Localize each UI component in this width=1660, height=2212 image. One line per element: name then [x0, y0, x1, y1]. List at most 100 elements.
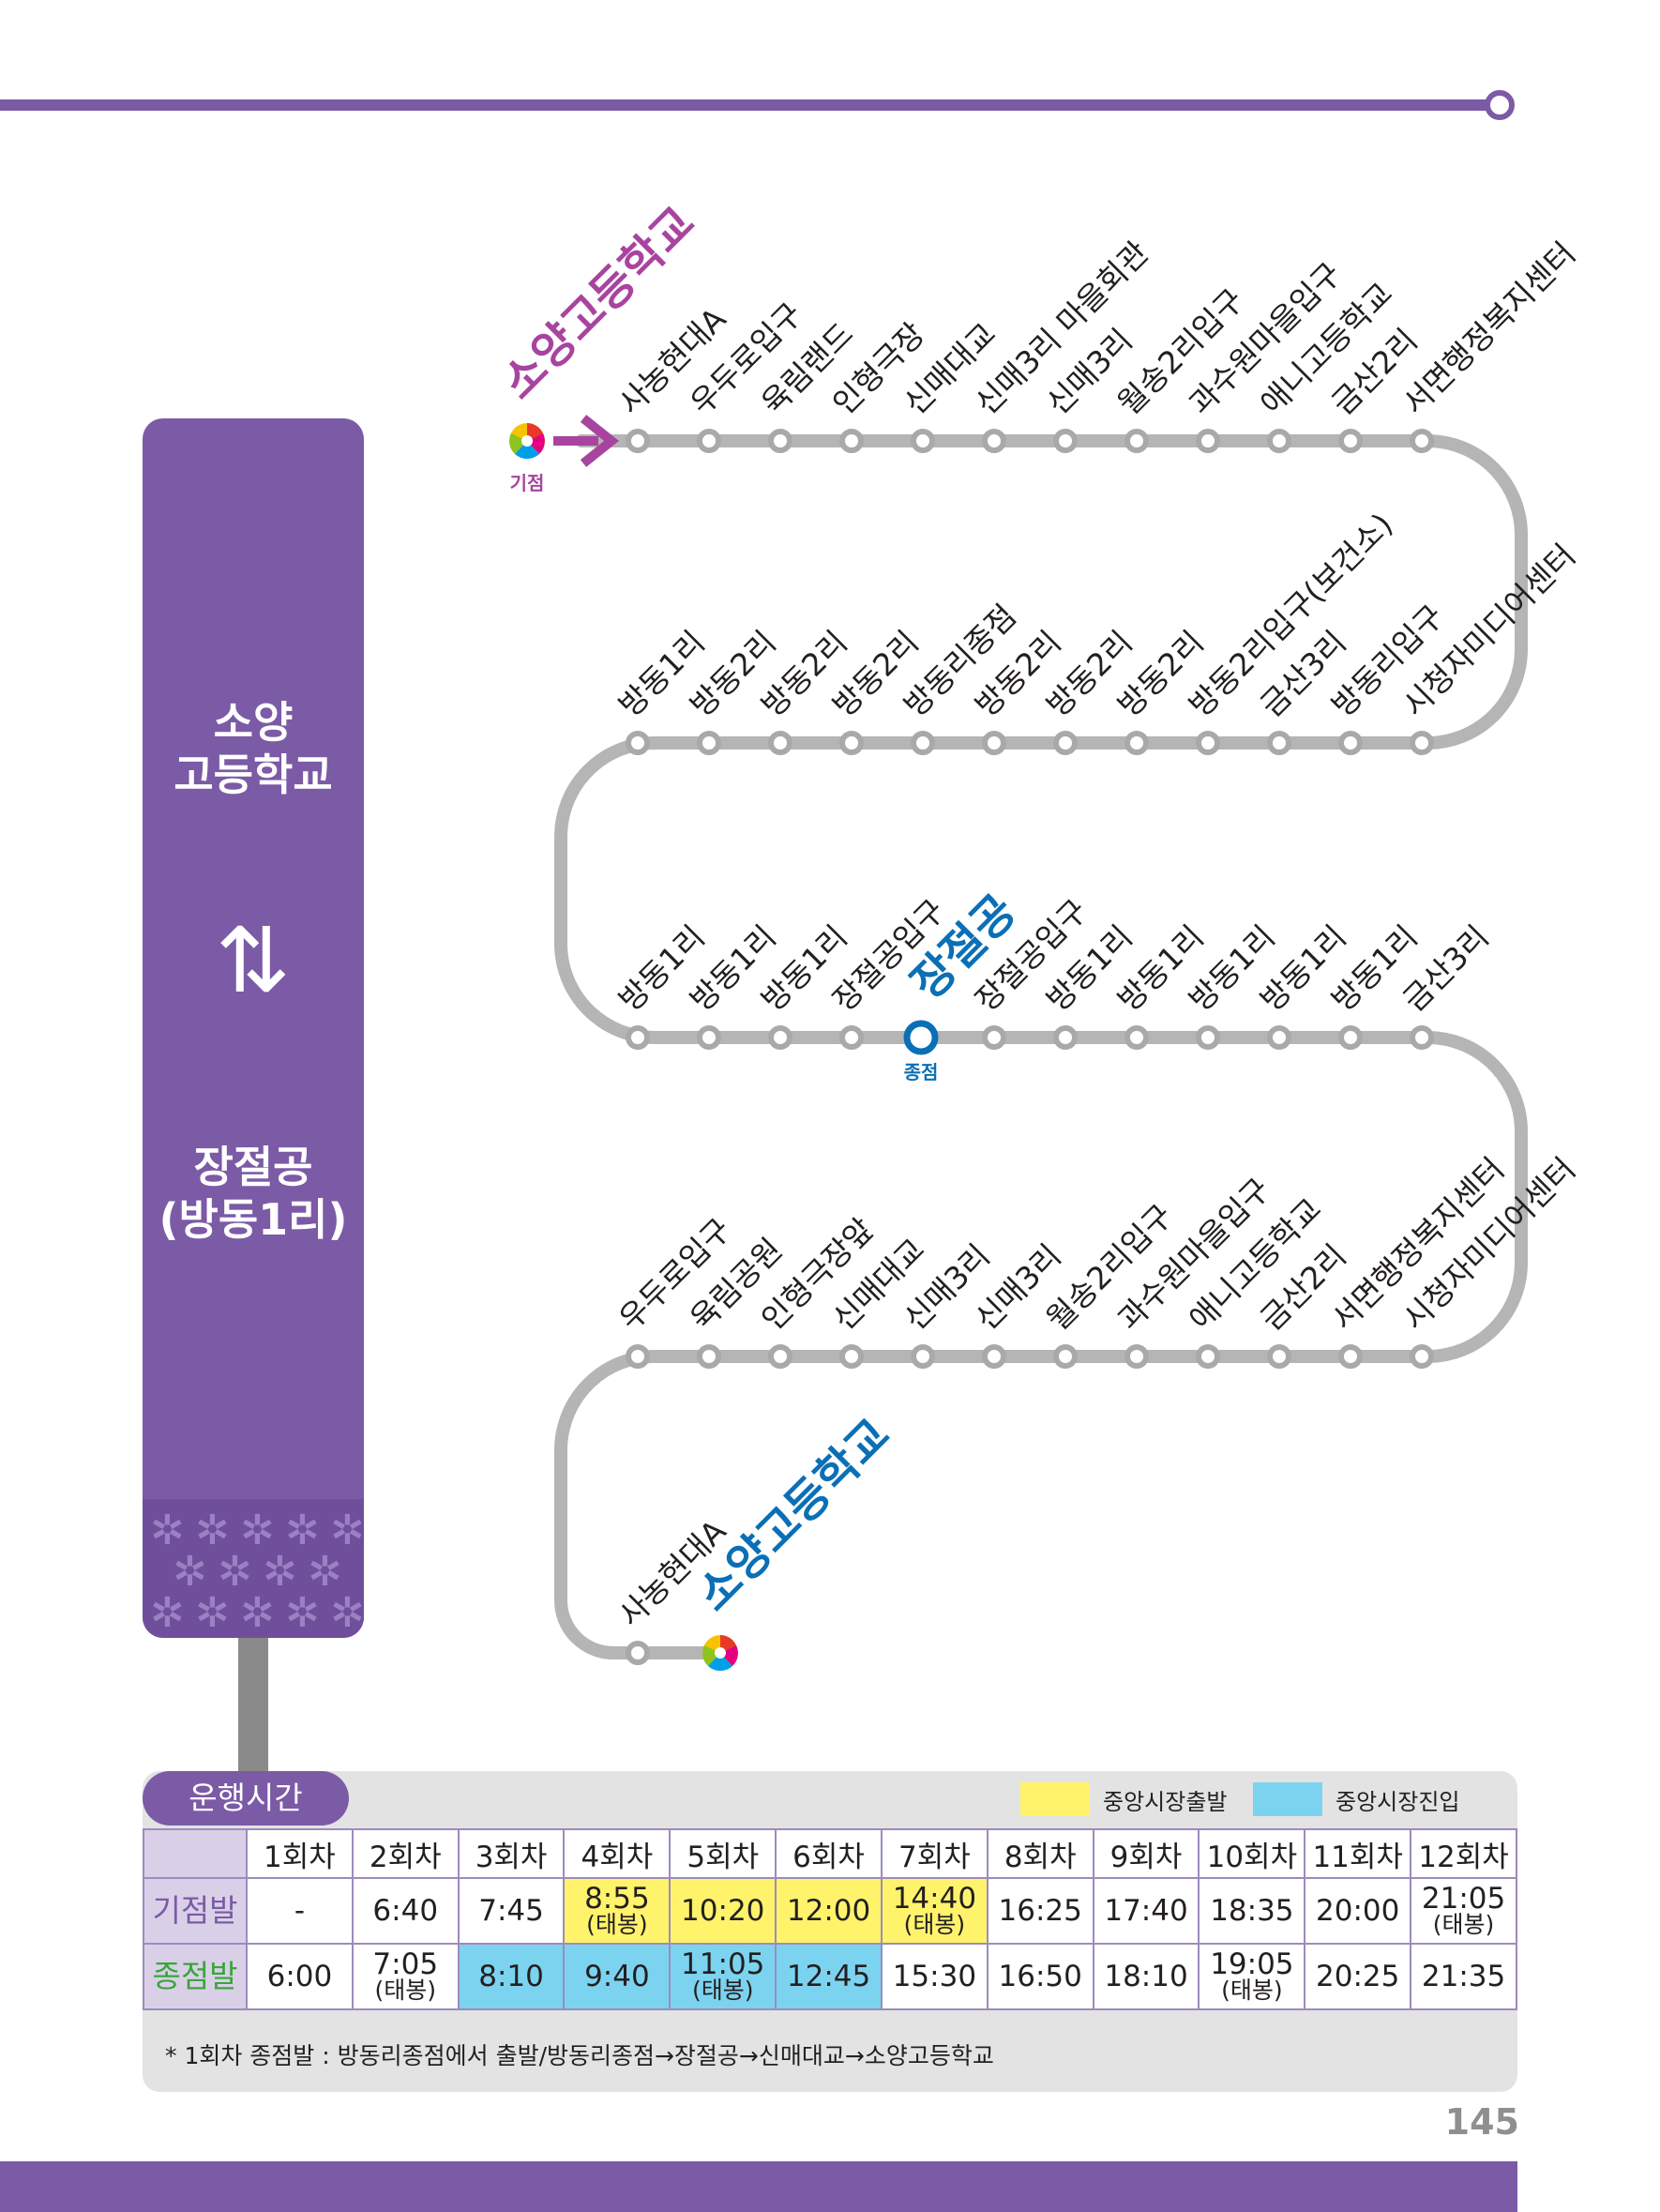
route-stop-dot [1053, 429, 1078, 453]
timetable-cell: 11:05(태봉) [669, 1943, 777, 2010]
route-stop-dot [1196, 731, 1220, 755]
route-stop-dot [626, 1025, 650, 1050]
timetable-header-cell: 8회차 [986, 1828, 1094, 1879]
route-stop-dot [626, 731, 650, 755]
route-stop-dot [1267, 731, 1291, 755]
timetable-cell: 8:55(태봉) [563, 1877, 672, 1945]
departure-time: 10:20 [681, 1894, 765, 1928]
departure-time: 7:45 [478, 1894, 544, 1928]
legend-yellow: 중앙시장출발 [1020, 1782, 1227, 1816]
departure-time: 7:05 [372, 1947, 439, 1981]
route-stop-dot [1124, 1025, 1149, 1050]
route-stop-dot [768, 1025, 792, 1050]
departure-time: 18:10 [1104, 1960, 1188, 1993]
departure-time: 8:10 [478, 1960, 544, 1993]
route-stop-dot [1053, 731, 1078, 755]
departure-time: 21:05 [1421, 1882, 1506, 1916]
top-rule [0, 99, 1489, 111]
timetable-cell: 8:10 [457, 1943, 566, 2010]
route-stop-dot [1196, 429, 1220, 453]
svg-text:✲: ✲ [218, 1548, 252, 1596]
route-stop-dot [697, 731, 721, 755]
departure-time: - [294, 1894, 305, 1928]
start-arrow-icon [553, 415, 620, 467]
legend-yellow-label: 중앙시장출발 [1103, 1788, 1228, 1815]
route-stop-dot [768, 731, 792, 755]
route-stop-dot [697, 1025, 721, 1050]
route-stop-dot [626, 1344, 650, 1369]
timetable-header-cell: 5회차 [669, 1828, 777, 1879]
route-card: 소양 고등학교 ⇅ 장절공 (방동1리) ✲✲✲✲✲ ✲✲✲✲ ✲✲✲✲✲ [143, 418, 364, 1638]
terminus-marker-label: 종점 [904, 1061, 939, 1083]
route-origin-line1: 소양 [213, 697, 294, 748]
timetable-header-cell: 4회차 [563, 1828, 672, 1879]
timetable-cell: 16:50 [986, 1943, 1094, 2010]
svg-text:✲: ✲ [173, 1548, 207, 1596]
departure-time: 11:05 [681, 1947, 765, 1981]
departure-time: 6:40 [372, 1894, 439, 1928]
legend-yellow-swatch [1020, 1782, 1090, 1816]
return-marker [702, 1635, 738, 1672]
timetable-cell: 9:40 [563, 1943, 672, 2010]
route-stop-dot [1410, 1344, 1434, 1369]
departure-time: 12:45 [786, 1960, 871, 1993]
route-stop-dot [697, 429, 721, 453]
timetable-title: 운행시간 [143, 1771, 349, 1826]
route-stop-dot [1410, 429, 1434, 453]
timetable-corner [143, 1828, 248, 1879]
route-stop-dot [911, 429, 935, 453]
page-number: 145 [1444, 2101, 1519, 2143]
svg-text:✲: ✲ [308, 1548, 342, 1596]
departure-note: (태봉) [586, 1911, 648, 1938]
departure-time: 20:00 [1316, 1894, 1400, 1928]
departure-time: 6:00 [266, 1960, 333, 1993]
timetable-row-label: 기점발 [143, 1877, 248, 1945]
timetable-cell: 20:25 [1304, 1943, 1412, 2010]
timetable-header-cell: 3회차 [457, 1828, 566, 1879]
timetable-header-cell: 9회차 [1092, 1828, 1200, 1879]
route-stop-dot [911, 731, 935, 755]
timetable-header-cell: 6회차 [775, 1828, 883, 1879]
route-stop-dot [839, 429, 864, 453]
departure-time: 17:40 [1104, 1894, 1188, 1928]
route-stop-dot [982, 731, 1006, 755]
departure-note: (태봉) [691, 1977, 754, 2004]
start-marker [509, 423, 545, 460]
route-stop-dot [982, 1344, 1006, 1369]
route-stop-dot [1124, 1344, 1149, 1369]
legend-blue: 중앙시장진입 [1253, 1782, 1459, 1816]
route-stop-dot [1267, 429, 1291, 453]
route-stop-dot [626, 1641, 650, 1665]
departure-time: 15:30 [892, 1960, 977, 1993]
timetable-footnote: * 1회차 종점발 : 방동리종점에서 출발/방동리종점→장절공→신매대교→소양… [165, 2042, 994, 2069]
route-stop-dot [1338, 731, 1363, 755]
route-stop-dot [1196, 1344, 1220, 1369]
route-stop-dot [768, 429, 792, 453]
route-stop-dot [982, 429, 1006, 453]
departure-time: 18:35 [1210, 1894, 1294, 1928]
svg-text:✲: ✲ [240, 1507, 275, 1554]
route-stop-dot [1053, 1025, 1078, 1050]
departure-note: (태봉) [903, 1911, 966, 1938]
timetable-cell: 21:05(태봉) [1410, 1877, 1517, 1945]
terminus-marker [903, 1020, 939, 1055]
route-origin: 소양 고등학교 [143, 696, 364, 801]
svg-text:✲: ✲ [330, 1589, 364, 1637]
route-stop-dot [1410, 731, 1434, 755]
departure-time: 21:35 [1421, 1960, 1506, 1993]
timetable-cell: 12:45 [775, 1943, 883, 2010]
departure-note: (태봉) [1432, 1911, 1495, 1938]
route-stop-dot [1338, 1344, 1363, 1369]
route-stop-dot [1267, 1025, 1291, 1050]
departure-time: 14:40 [892, 1882, 977, 1916]
route-origin-line2: 고등학교 [174, 750, 333, 800]
legend-blue-label: 중앙시장진입 [1336, 1788, 1460, 1815]
timetable-row-label: 종점발 [143, 1943, 248, 2010]
route-stop-dot [1124, 731, 1149, 755]
svg-text:✲: ✲ [150, 1589, 185, 1637]
departure-time: 12:00 [786, 1894, 871, 1928]
